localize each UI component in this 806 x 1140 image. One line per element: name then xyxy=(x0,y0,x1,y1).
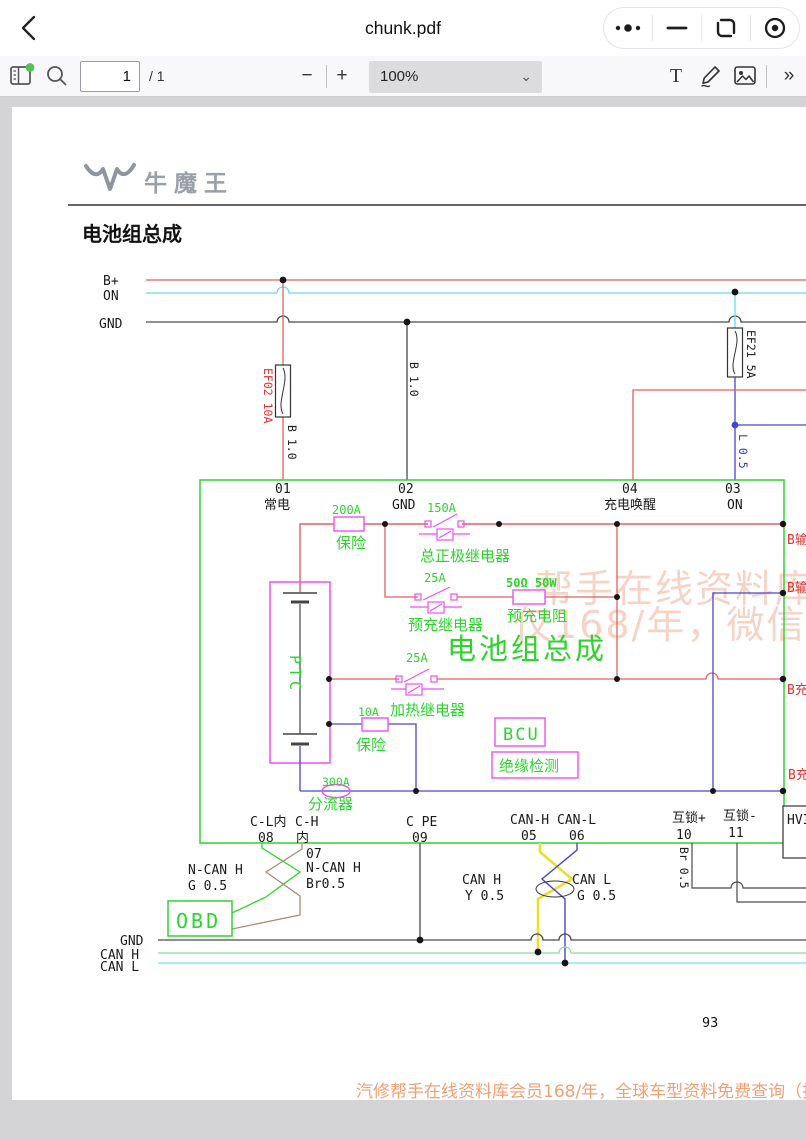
search-button[interactable] xyxy=(44,63,70,89)
target-icon xyxy=(764,17,786,39)
pdf-viewer-area[interactable] xyxy=(0,97,806,1140)
divider xyxy=(326,65,327,88)
minimize-icon xyxy=(666,26,688,30)
zoom-level-select[interactable]: 100% ⌄ xyxy=(369,61,542,93)
window-controls xyxy=(603,7,800,49)
pencil-icon xyxy=(701,66,720,88)
more-menu-button[interactable] xyxy=(604,8,652,48)
zoom-in-button[interactable]: + xyxy=(336,65,348,86)
sidebar-toggle-badge xyxy=(25,63,35,72)
restore-icon xyxy=(716,18,736,38)
draw-annotation-button[interactable] xyxy=(698,63,724,89)
pdf-toolbar: / 1 − + 100% ⌄ T » xyxy=(0,56,806,97)
more-dots-icon xyxy=(615,24,641,32)
text-annotation-button[interactable]: T xyxy=(669,65,683,87)
divider xyxy=(701,15,702,41)
back-icon xyxy=(21,15,36,41)
chevron-down-icon: ⌄ xyxy=(520,68,532,84)
search-icon xyxy=(47,66,67,86)
zoom-level-value: 100% xyxy=(380,68,419,85)
image-icon xyxy=(734,66,756,85)
divider xyxy=(750,15,751,41)
target-button[interactable] xyxy=(751,8,799,48)
divider xyxy=(652,15,653,41)
divider xyxy=(766,65,767,88)
pdf-page xyxy=(12,107,806,1100)
sidebar-icon xyxy=(10,63,35,85)
image-annotation-button[interactable] xyxy=(732,63,758,89)
more-tools-button[interactable]: » xyxy=(783,65,795,86)
back-button[interactable] xyxy=(10,8,50,48)
zoom-out-button[interactable]: − xyxy=(301,65,313,86)
minimize-button[interactable] xyxy=(653,8,701,48)
page-count-label: / 1 xyxy=(149,68,165,84)
document-title: chunk.pdf xyxy=(365,18,441,38)
restore-window-button[interactable] xyxy=(702,8,750,48)
page-number-input[interactable] xyxy=(80,61,140,92)
title-bar: chunk.pdf xyxy=(0,0,806,56)
sidebar-toggle-button[interactable] xyxy=(9,63,35,89)
